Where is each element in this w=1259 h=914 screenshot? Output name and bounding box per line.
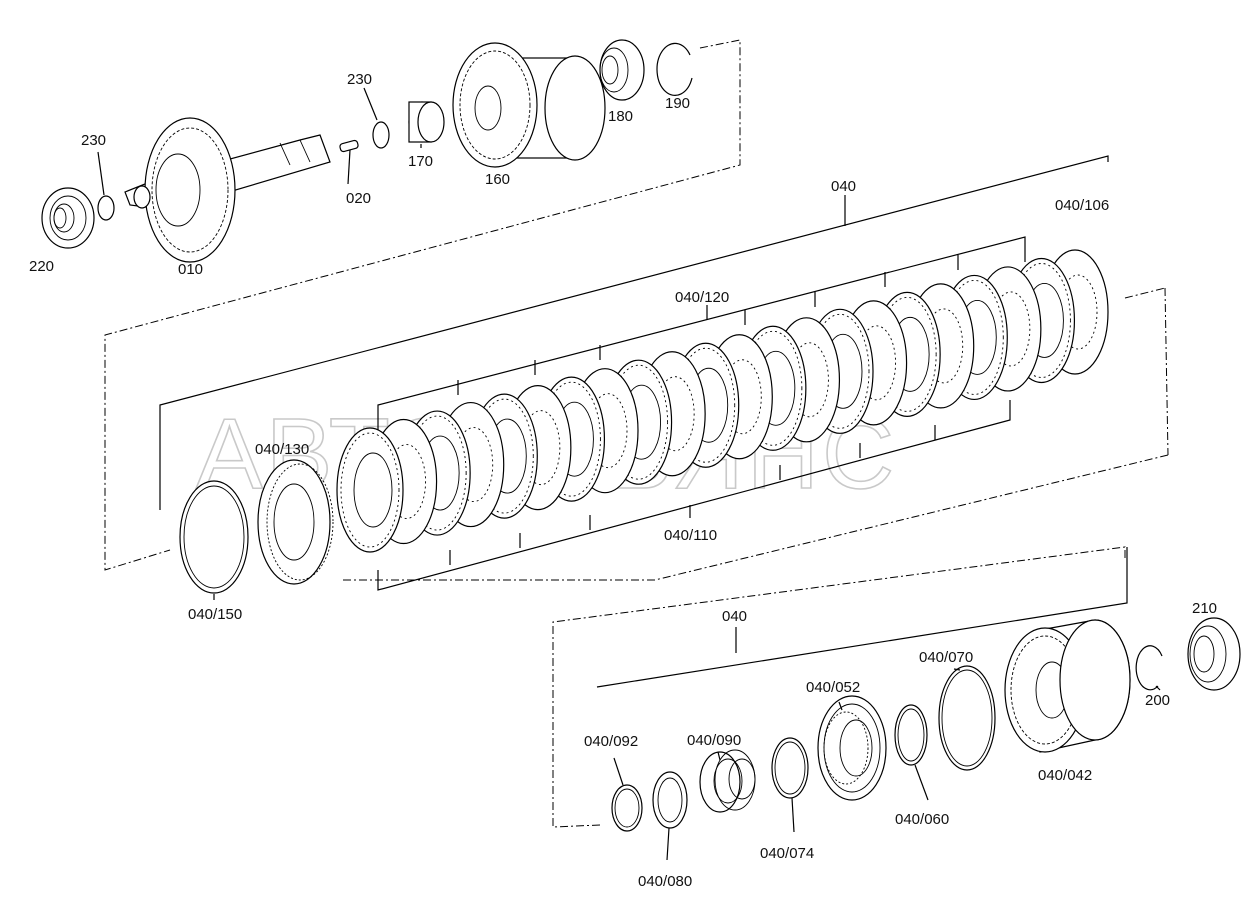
label-040-080: 040/080 xyxy=(638,873,692,890)
pin-020[interactable] xyxy=(339,139,359,153)
spring-040-090[interactable] xyxy=(699,749,756,813)
label-040-090: 040/090 xyxy=(687,732,741,749)
label-040-052: 040/052 xyxy=(806,679,860,696)
label-040-042: 040/042 xyxy=(1038,767,1092,784)
label-020: 020 xyxy=(346,190,371,207)
label-190: 190 xyxy=(665,95,690,112)
label-040-106: 040/106 xyxy=(1055,197,1109,214)
label-040-070: 040/070 xyxy=(919,649,973,666)
snap-ring-040-150[interactable] xyxy=(179,480,249,594)
label-010: 010 xyxy=(178,261,203,278)
seal-040-080[interactable] xyxy=(652,771,688,829)
bottom-assembly: 040 210 200 040/070 040/052 040/092 040/… xyxy=(552,546,1241,890)
snap-ring-200[interactable] xyxy=(1135,645,1163,691)
label-040-top: 040 xyxy=(831,178,856,195)
label-040-bottom: 040 xyxy=(722,608,747,625)
snap-ring-190[interactable] xyxy=(656,42,693,96)
ring-040-074[interactable] xyxy=(771,737,809,799)
friction-disc[interactable] xyxy=(336,427,404,553)
label-230-right: 230 xyxy=(347,71,372,88)
piston-040-052[interactable] xyxy=(817,695,887,801)
label-040-150: 040/150 xyxy=(188,606,242,623)
ring-040-060[interactable] xyxy=(894,704,928,766)
housing-040-042[interactable] xyxy=(1004,619,1131,753)
ring-040-092[interactable] xyxy=(611,784,643,832)
top-assembly: 220 230 010 230 020 170 160 180 190 xyxy=(29,39,1169,581)
bearing-180[interactable] xyxy=(599,39,645,101)
label-040-074: 040/074 xyxy=(760,845,814,862)
label-040-110: 040/110 xyxy=(664,527,717,544)
label-040-130: 040/130 xyxy=(255,441,309,458)
label-160: 160 xyxy=(485,171,510,188)
ring-230-left[interactable] xyxy=(97,195,115,221)
label-040-092: 040/092 xyxy=(584,733,638,750)
label-040-060: 040/060 xyxy=(895,811,949,828)
label-040-120: 040/120 xyxy=(675,289,729,306)
ring-040-070[interactable] xyxy=(938,665,996,771)
clutch-pack: 040 040/106 040/120 040/130 040/110 040/… xyxy=(159,155,1109,623)
label-220: 220 xyxy=(29,258,54,275)
label-180: 180 xyxy=(608,108,633,125)
bearing-220[interactable] xyxy=(41,187,95,249)
needle-bearing-170[interactable] xyxy=(408,101,445,143)
ring-230-right[interactable] xyxy=(372,121,390,149)
end-plate-040-130[interactable] xyxy=(257,459,334,585)
gear-160[interactable] xyxy=(452,42,606,168)
disc-stack xyxy=(336,249,1109,553)
label-230-left: 230 xyxy=(81,132,106,149)
bearing-210[interactable] xyxy=(1187,617,1241,691)
label-200: 200 xyxy=(1145,692,1170,709)
gear-shaft-010[interactable] xyxy=(124,117,331,263)
label-170: 170 xyxy=(408,153,433,170)
label-210: 210 xyxy=(1192,600,1217,617)
